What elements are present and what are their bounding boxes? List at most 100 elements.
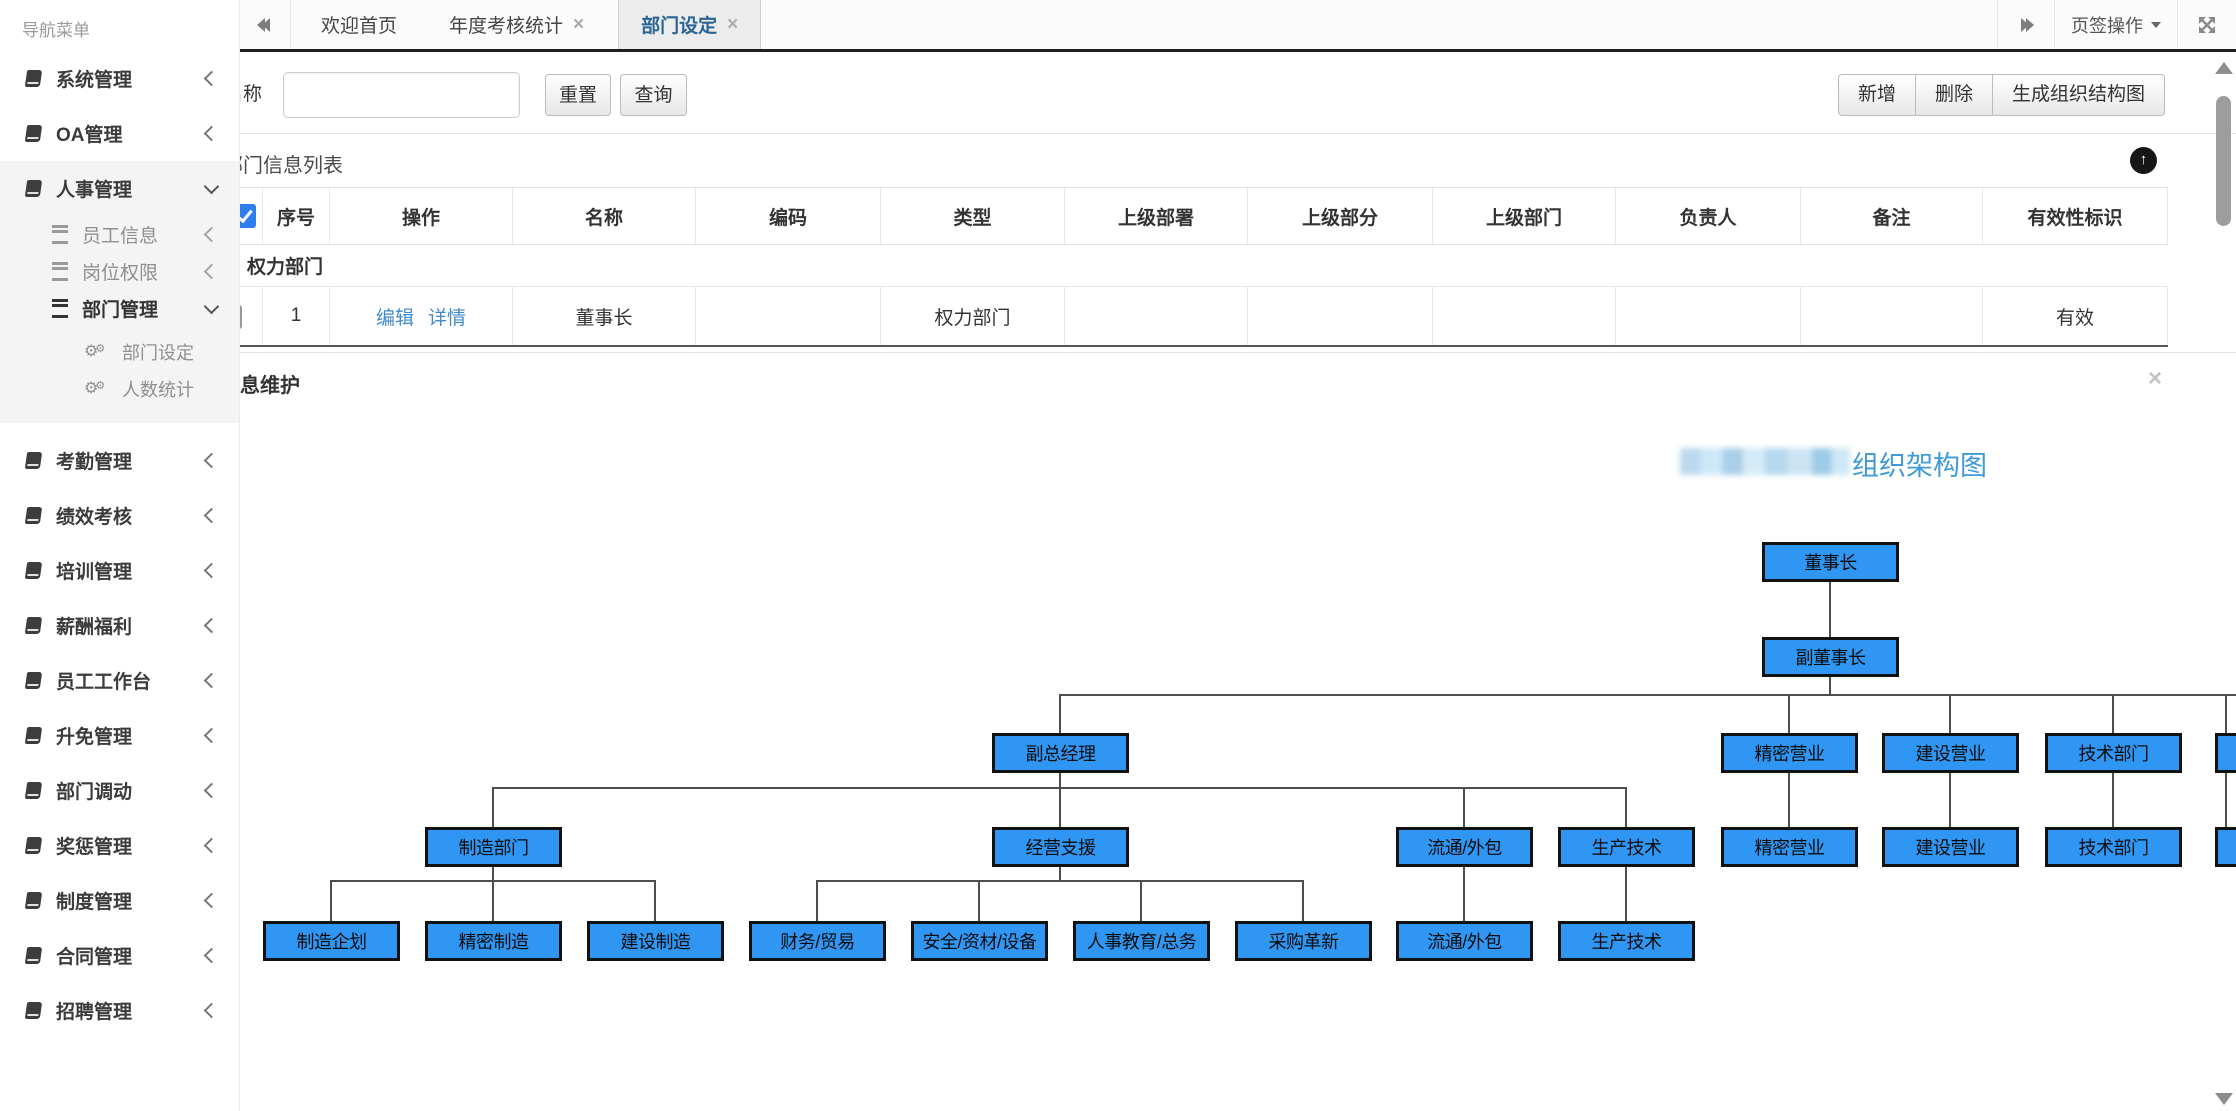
- sidebar-item-label: 部门调动: [56, 782, 133, 803]
- list-icon: [52, 262, 68, 281]
- tabs-scroll-right-button[interactable]: [1997, 0, 2054, 49]
- sidebar-item-employee-workbench[interactable]: 员工工作台: [0, 653, 239, 708]
- caret-down-icon: [2151, 22, 2161, 33]
- sidebar-item-label: 绩效考核: [56, 507, 133, 528]
- reset-button[interactable]: 重置: [545, 74, 611, 116]
- book-icon: [24, 947, 43, 964]
- org-node: 精密营业: [1721, 827, 1858, 867]
- double-chevron-right-icon: [2021, 17, 2034, 32]
- tab-label: 欢迎首页: [321, 16, 398, 37]
- sidebar-item-salary-welfare[interactable]: 薪酬福利: [0, 598, 239, 653]
- main-content: 名称 重置 查询 新增 删除 生成组织结构图 部门信息列表 ↑ 序号 操作 名称…: [240, 52, 2236, 1111]
- org-node: 经营支援: [992, 827, 1129, 867]
- scrollbar-thumb[interactable]: [2216, 96, 2231, 226]
- panel-collapse-button[interactable]: ↑: [2130, 147, 2157, 174]
- column-header-code: 编码: [696, 188, 881, 244]
- sidebar-item-policy-mgmt[interactable]: 制度管理: [0, 873, 239, 928]
- org-node: 制造企划: [263, 921, 400, 961]
- sidebar-item-dept-mgmt[interactable]: 部门管理: [0, 290, 239, 327]
- double-chevron-left-icon: [257, 17, 270, 32]
- name-search-input[interactable]: [283, 72, 520, 118]
- gears-icon: ⚙⚙: [84, 342, 106, 360]
- delete-button[interactable]: 删除: [1916, 74, 1994, 116]
- search-button[interactable]: 查询: [620, 74, 687, 116]
- edit-link[interactable]: 编辑: [375, 307, 414, 329]
- chevron-left-icon: [203, 892, 220, 909]
- sidebar-item-dept-transfer[interactable]: 部门调动: [0, 763, 239, 818]
- sidebar-item-label: 制度管理: [56, 892, 133, 913]
- gears-icon: ⚙⚙: [84, 379, 106, 397]
- sidebar-item-performance-review[interactable]: 绩效考核: [0, 488, 239, 543]
- cell-seq: 1: [263, 287, 330, 345]
- column-header-actions: 操作: [330, 188, 513, 244]
- chevron-left-icon: [203, 70, 220, 87]
- sidebar-item-label: 升免管理: [56, 727, 133, 748]
- sidebar-item-label: 人事管理: [56, 180, 133, 201]
- org-node: 流通/外包: [1396, 827, 1533, 867]
- tabs-scroll-left-button[interactable]: [240, 0, 291, 49]
- sidebar-item-recruitment-mgmt[interactable]: 招聘管理: [0, 983, 239, 1038]
- column-header-type: 类型: [881, 188, 1065, 244]
- chevron-left-icon: [203, 452, 220, 469]
- sidebar-item-oa-mgmt[interactable]: OA管理: [0, 106, 239, 161]
- table-group-row: 权力部门: [240, 245, 2168, 287]
- dept-list-panel-title: 部门信息列表: [240, 155, 343, 177]
- sidebar-item-reward-punishment[interactable]: 奖惩管理: [0, 818, 239, 873]
- book-icon: [24, 892, 43, 909]
- list-icon: [52, 225, 68, 244]
- table-row[interactable]: 1 编辑 详情 董事长 权力部门 有效: [240, 287, 2168, 347]
- maintain-panel-header: 息维护 ×: [240, 352, 2236, 412]
- sidebar-item-contract-mgmt[interactable]: 合同管理: [0, 928, 239, 983]
- sidebar-item-headcount-stats[interactable]: ⚙⚙ 人数统计: [0, 370, 239, 407]
- sidebar-item-hr-mgmt[interactable]: 人事管理: [0, 161, 239, 216]
- sidebar-item-system-mgmt[interactable]: 系统管理: [0, 51, 239, 106]
- tab-close-icon[interactable]: ×: [573, 14, 585, 35]
- sidebar-group-hr: 人事管理 员工信息 岗位权限 部门管理 ⚙⚙ 部门设定 ⚙⚙ 人数统计: [0, 161, 239, 423]
- org-node: 副总经理: [992, 733, 1129, 773]
- org-node: 建设制造: [587, 921, 724, 961]
- column-header-parent2: 上级部分: [1248, 188, 1433, 244]
- tab-close-icon[interactable]: ×: [727, 14, 739, 35]
- column-header-name: 名称: [513, 188, 696, 244]
- sidebar-item-attendance-mgmt[interactable]: 考勤管理: [0, 433, 239, 488]
- sidebar-item-employee-info[interactable]: 员工信息: [0, 216, 239, 253]
- book-icon: [24, 452, 43, 469]
- book-icon: [24, 507, 43, 524]
- row-checkbox-cell: [240, 287, 263, 345]
- org-node: 人事教育/总务: [1073, 921, 1210, 961]
- sidebar-item-label: 招聘管理: [56, 1002, 133, 1023]
- generate-org-chart-button[interactable]: 生成组织结构图: [1993, 74, 2166, 116]
- sidebar-item-post-permission[interactable]: 岗位权限: [0, 253, 239, 290]
- cell-parent3: [1433, 287, 1616, 345]
- sidebar-item-promotion-mgmt[interactable]: 升免管理: [0, 708, 239, 763]
- sidebar-item-label: 部门管理: [82, 300, 159, 321]
- sidebar-item-training-mgmt[interactable]: 培训管理: [0, 543, 239, 598]
- org-node-partial: [2215, 827, 2236, 867]
- fullscreen-button[interactable]: [2177, 0, 2236, 49]
- scroll-up-arrow[interactable]: [2215, 62, 2233, 74]
- panel-close-icon[interactable]: ×: [2148, 365, 2163, 392]
- dept-list-panel-header: 部门信息列表 ↑: [240, 133, 2236, 187]
- detail-link[interactable]: 详情: [428, 307, 467, 329]
- add-button[interactable]: 新增: [1838, 74, 1917, 116]
- sidebar-item-label: 员工工作台: [56, 672, 152, 693]
- vertical-scrollbar: [2212, 52, 2236, 1111]
- redacted-company-name: [1680, 448, 1850, 475]
- row-checkbox[interactable]: [240, 305, 242, 329]
- tab-welcome[interactable]: 欢迎首页: [299, 0, 419, 49]
- tab-annual-review-stats[interactable]: 年度考核统计 ×: [427, 0, 606, 49]
- org-node: 精密制造: [425, 921, 562, 961]
- org-node: 建设营业: [1882, 733, 2019, 773]
- org-node: 安全/资材/设备: [911, 921, 1048, 961]
- org-node-partial: [2215, 733, 2236, 773]
- sidebar-item-dept-setting[interactable]: ⚙⚙ 部门设定: [0, 333, 239, 370]
- sidebar-item-label: 人数统计: [122, 379, 194, 400]
- select-all-checkbox[interactable]: [240, 204, 256, 228]
- table-action-buttons: 新增 删除 生成组织结构图: [1838, 74, 2166, 116]
- sidebar-subgroup-dept: ⚙⚙ 部门设定 ⚙⚙ 人数统计: [0, 327, 239, 407]
- tab-dept-setting[interactable]: 部门设定 ×: [618, 0, 762, 49]
- book-icon: [24, 782, 43, 799]
- book-icon: [24, 837, 43, 854]
- scroll-down-arrow[interactable]: [2215, 1093, 2233, 1105]
- tab-operations-dropdown[interactable]: 页签操作: [2054, 0, 2177, 49]
